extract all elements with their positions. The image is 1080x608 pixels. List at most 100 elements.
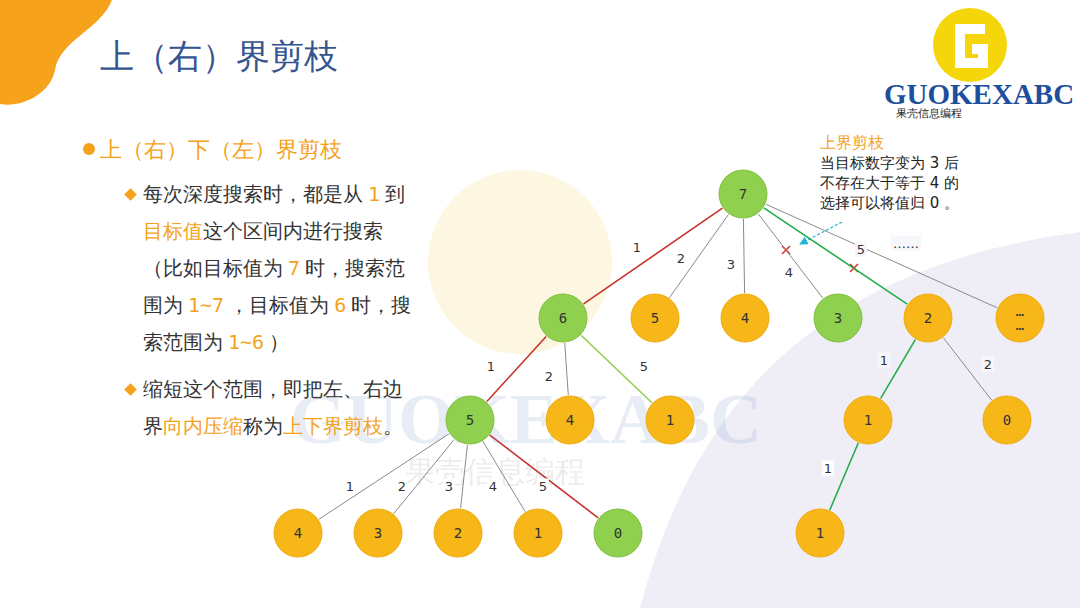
- node-value: 4: [294, 526, 302, 540]
- node-circle-shape: [539, 294, 587, 342]
- highlight-text: 1~6: [228, 330, 264, 354]
- logo-g-mark: [955, 24, 988, 68]
- node-circle-shape: [719, 170, 767, 218]
- callout-body: 当目标数字变为 3 后 不存在大于等于 4 的 选择可以将值归 0 。: [820, 153, 1002, 213]
- logo-circle: [933, 8, 1007, 82]
- body-text: 每次深度搜索时，都是从: [143, 182, 363, 206]
- node-circle-shape: [983, 396, 1031, 444]
- node-value: 2: [454, 526, 462, 540]
- body-text: 称为: [243, 414, 283, 438]
- body-text: ）: [269, 330, 289, 354]
- node-circle-shape: [354, 509, 402, 557]
- node-circle-shape: [546, 396, 594, 444]
- edge-label: 4: [487, 479, 499, 494]
- tree-node: 3: [353, 508, 403, 558]
- node-circle-shape: [721, 294, 769, 342]
- tree-node: 5: [445, 395, 495, 445]
- highlight-text: 7: [288, 256, 300, 280]
- edge-label: 1: [485, 359, 497, 374]
- tree-node: 2: [433, 508, 483, 558]
- tree-node: 3: [813, 293, 863, 343]
- node-circle-shape: [274, 509, 322, 557]
- edge-label: 3: [443, 479, 455, 494]
- bullet-paragraph: 每次深度搜索时，都是从1到目标值这个区间内进行搜索（比如目标值为7时，搜索范围为…: [143, 176, 418, 361]
- callout-leader: [800, 222, 842, 244]
- tree-node: 0: [593, 508, 643, 558]
- node-value: 1: [666, 413, 674, 427]
- node-value: 5: [466, 413, 474, 427]
- edge-label: ……: [891, 236, 921, 251]
- node-circle-shape: [844, 396, 892, 444]
- node-circle-shape: [631, 294, 679, 342]
- node-circle-shape: [646, 396, 694, 444]
- tree-node: 4: [720, 293, 770, 343]
- node-circle-shape: [814, 294, 862, 342]
- highlight-text: 上下界剪枝: [283, 414, 383, 438]
- edge-label: 1: [344, 479, 356, 494]
- edge-label: 2: [396, 479, 408, 494]
- logo-subtitle: 果壳信息编程: [896, 106, 962, 121]
- slide-title: 上（右）界剪枝: [100, 34, 338, 80]
- body-text: ，目标值为: [229, 293, 329, 317]
- callout-heading: 上界剪枝: [820, 133, 884, 154]
- body-text: 。: [383, 414, 403, 438]
- tree-edge: [669, 214, 728, 297]
- tree-edge: [764, 208, 907, 304]
- node-circle-shape: [446, 396, 494, 444]
- node-value: 4: [566, 413, 574, 427]
- node-value: 3: [374, 526, 382, 540]
- highlight-text: 目标值: [143, 219, 203, 243]
- edge-label: 4: [783, 265, 795, 280]
- tree-node: … …: [995, 293, 1045, 343]
- logo-wordmark: GUOKEXABC: [884, 78, 1074, 111]
- edge-label: 3: [725, 257, 737, 272]
- highlight-text: 1: [368, 182, 380, 206]
- tree-node: 6: [538, 293, 588, 343]
- bullet-diamond: [124, 383, 137, 396]
- tree-node: 5: [630, 293, 680, 343]
- tree-node: 1: [645, 395, 695, 445]
- tree-edge: [766, 204, 997, 308]
- node-value: … …: [1011, 304, 1029, 332]
- node-circle-shape: [796, 509, 844, 557]
- highlight-text: 向内压缩: [163, 414, 243, 438]
- tree-node: 1: [843, 395, 893, 445]
- node-value: 4: [741, 311, 749, 325]
- highlight-text: 6: [334, 293, 346, 317]
- tree-node: 7: [718, 169, 768, 219]
- edge-label: 1: [631, 240, 643, 255]
- node-value: 1: [816, 526, 824, 540]
- bullet-paragraph: 缩短这个范围，即把左、右边界向内压缩称为上下界剪枝。: [143, 371, 418, 445]
- tree-node: 1: [513, 508, 563, 558]
- edge-label: 1: [822, 461, 834, 476]
- tree-edge: [881, 340, 916, 399]
- node-value: 3: [834, 311, 842, 325]
- edge-label: 2: [675, 251, 687, 266]
- tree-node: 2: [903, 293, 953, 343]
- tree-edge: [743, 219, 744, 293]
- node-value: 0: [614, 526, 622, 540]
- tree-node: 1: [795, 508, 845, 558]
- node-value: 6: [559, 311, 567, 325]
- corner-blob: [0, 0, 112, 105]
- node-circle-shape: [514, 509, 562, 557]
- edge-label: 5: [855, 242, 867, 257]
- bullet-dot: [83, 143, 95, 155]
- tree-edge: [584, 208, 723, 304]
- node-circle-shape: [996, 294, 1044, 342]
- node-value: 5: [651, 311, 659, 325]
- tree-node: 4: [273, 508, 323, 558]
- node-value: 1: [534, 526, 542, 540]
- tree-node: 4: [545, 395, 595, 445]
- edge-label: 2: [543, 369, 555, 384]
- edge-label: 2: [982, 357, 994, 372]
- highlight-text: 1~7: [188, 293, 224, 317]
- bullet-heading: 上（右）下（左）界剪枝: [100, 135, 342, 165]
- node-value: 7: [739, 187, 747, 201]
- node-circle-shape: [904, 294, 952, 342]
- watermark-circle: [428, 170, 612, 354]
- edge-label: 5: [638, 359, 650, 374]
- edge-label: 5: [537, 479, 549, 494]
- node-value: 1: [864, 413, 872, 427]
- node-circle-shape: [594, 509, 642, 557]
